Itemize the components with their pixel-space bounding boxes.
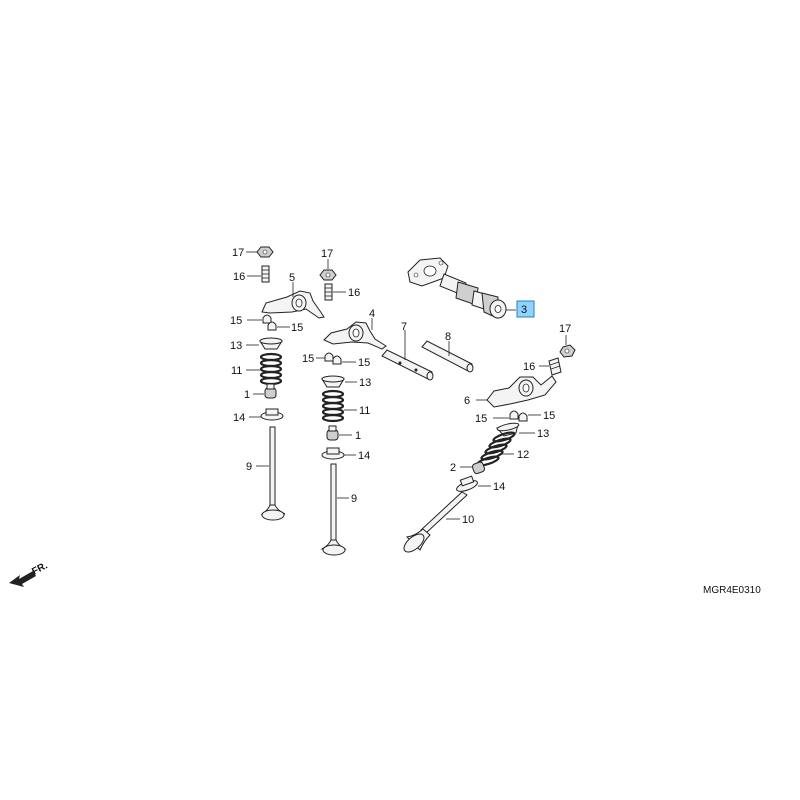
callout-5: 5 xyxy=(289,272,295,284)
callout-14-right: 14 xyxy=(493,481,505,493)
valve-spring-right[interactable] xyxy=(476,431,516,468)
callout-15-left-b: 15 xyxy=(291,322,303,334)
callout-13-left: 13 xyxy=(230,340,242,352)
callout-15-left-a: 15 xyxy=(230,315,242,327)
lock-nut-right[interactable] xyxy=(559,344,576,358)
callout-8: 8 xyxy=(445,331,451,343)
valve-cotter-right[interactable] xyxy=(509,410,528,422)
callout-2: 2 xyxy=(450,462,456,474)
front-marker-label: FR. xyxy=(30,560,50,577)
callout-15-middle-a: 15 xyxy=(302,353,314,365)
callout-13-right: 13 xyxy=(537,428,549,440)
intake-valve-left[interactable] xyxy=(260,426,286,521)
adjusting-screw-middle[interactable] xyxy=(324,283,333,301)
lock-nut-middle[interactable] xyxy=(319,269,337,281)
callout-10: 10 xyxy=(462,514,474,526)
callout-4: 4 xyxy=(369,308,375,320)
callout-12: 12 xyxy=(517,449,529,461)
valve-cotter-middle[interactable] xyxy=(324,352,342,365)
intake-valve-middle[interactable] xyxy=(320,463,347,556)
exhaust-valve[interactable] xyxy=(401,491,468,555)
callout-14-middle: 14 xyxy=(358,450,370,462)
callout-11-left: 11 xyxy=(231,365,242,377)
stem-seal-left[interactable] xyxy=(264,383,277,399)
lock-nut-left[interactable] xyxy=(256,246,274,258)
adjusting-screw-right[interactable] xyxy=(548,357,562,376)
callout-11-middle: 11 xyxy=(359,405,370,417)
stem-seal-middle[interactable] xyxy=(326,425,339,441)
callout-15-right-b: 15 xyxy=(543,410,555,422)
valve-spring-middle[interactable] xyxy=(321,389,345,423)
adjusting-screw-left[interactable] xyxy=(261,265,270,283)
camshaft[interactable] xyxy=(407,257,507,319)
spring-seat-middle[interactable] xyxy=(321,447,345,460)
front-direction-arrow-icon xyxy=(9,571,36,587)
callout-1-middle: 1 xyxy=(355,430,361,442)
callout-3-highlight[interactable] xyxy=(516,300,535,318)
callout-16-left: 16 xyxy=(233,271,245,283)
callout-1-left: 1 xyxy=(244,389,250,401)
rocker-arm-middle[interactable] xyxy=(323,321,387,350)
callout-16-middle: 16 xyxy=(348,287,360,299)
callout-15-middle-b: 15 xyxy=(358,357,370,369)
spring-seat-left[interactable] xyxy=(260,408,284,421)
callout-13-middle: 13 xyxy=(359,377,371,389)
stem-seal-right[interactable] xyxy=(471,461,486,475)
callout-17-middle: 17 xyxy=(321,248,333,260)
callout-16-right: 16 xyxy=(523,361,535,373)
spring-retainer-middle[interactable] xyxy=(321,375,345,388)
callout-17-right: 17 xyxy=(559,323,571,335)
valve-cotter-left[interactable] xyxy=(262,314,277,331)
callout-6: 6 xyxy=(464,395,470,407)
callout-3: 3 xyxy=(521,304,527,316)
rocker-arm-shaft-7[interactable] xyxy=(381,349,434,381)
rocker-arm-right[interactable] xyxy=(486,375,557,408)
rocker-arm-left[interactable] xyxy=(261,290,325,319)
callout-9-middle: 9 xyxy=(351,493,357,505)
spring-retainer-left[interactable] xyxy=(259,337,283,350)
callout-7: 7 xyxy=(401,321,407,333)
drawing-code: MGR4E0310 xyxy=(703,585,761,596)
callout-15-right-a: 15 xyxy=(475,413,487,425)
callout-9-left: 9 xyxy=(246,461,252,473)
callout-14-left: 14 xyxy=(233,412,245,424)
callout-17-left: 17 xyxy=(232,247,244,259)
rocker-arm-shaft-8[interactable] xyxy=(421,340,474,373)
valve-spring-left[interactable] xyxy=(259,352,283,386)
spring-seat-right[interactable] xyxy=(455,475,478,493)
